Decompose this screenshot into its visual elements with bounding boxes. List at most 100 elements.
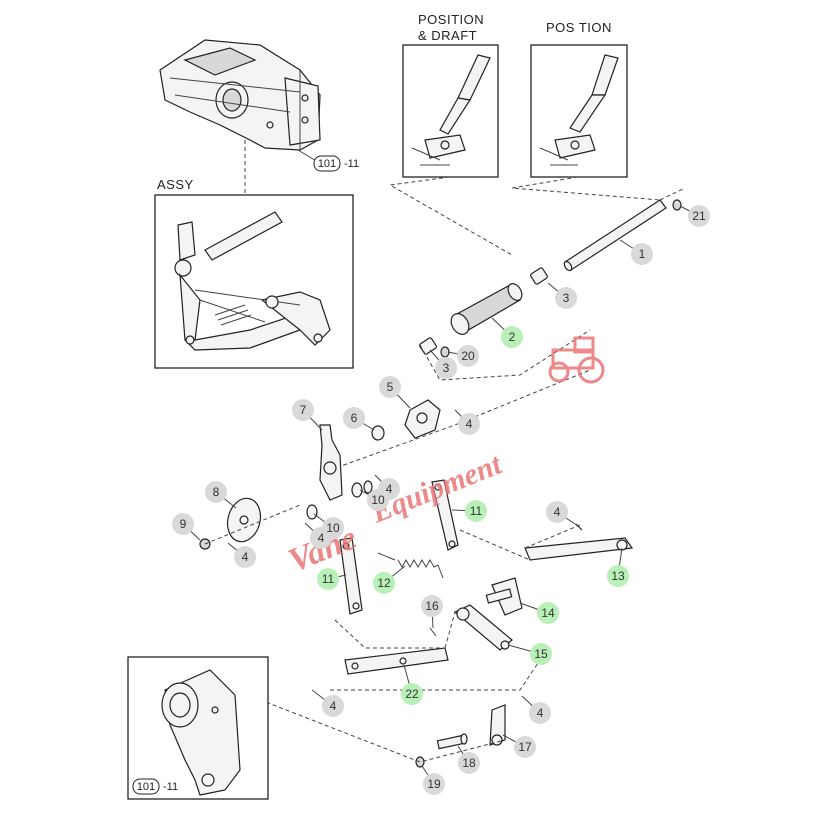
callout-c18: 18 bbox=[458, 752, 480, 774]
callout-number-c10a: 10 bbox=[326, 521, 340, 535]
link-22-connectors bbox=[330, 611, 541, 691]
callout-circle-c4d bbox=[234, 546, 256, 568]
callout-c21: 21 bbox=[688, 205, 710, 227]
callout-c19: 19 bbox=[423, 773, 445, 795]
sleeve-2 bbox=[450, 283, 523, 335]
callout-number-c7: 7 bbox=[300, 403, 307, 417]
link-11-upper bbox=[431, 479, 459, 551]
callout-c6: 6 bbox=[343, 407, 365, 429]
bushing-3-lower bbox=[419, 337, 437, 355]
callout-circle-c6 bbox=[343, 407, 365, 429]
ref-tag-top-code: 101 bbox=[318, 158, 336, 170]
callout-circle-c8 bbox=[205, 481, 227, 503]
callout-number-c4f: 4 bbox=[330, 699, 337, 713]
callout-number-c13: 13 bbox=[611, 569, 625, 583]
callout-circle-c9 bbox=[172, 513, 194, 535]
linkage-axis-line bbox=[329, 369, 591, 471]
ring-6 bbox=[371, 425, 385, 441]
callout-c5: 5 bbox=[379, 376, 401, 398]
callout-circle-c3b bbox=[435, 357, 457, 379]
callout-number-c20: 20 bbox=[461, 349, 475, 363]
lower-axis-line bbox=[239, 691, 506, 763]
callout-c22: 22 bbox=[401, 683, 423, 705]
shaft-1 bbox=[563, 199, 667, 272]
callout-number-c4a: 4 bbox=[466, 417, 473, 431]
lever-15 bbox=[453, 604, 513, 651]
callout-c16: 16 bbox=[421, 595, 443, 617]
callout-circle-c14 bbox=[537, 602, 559, 624]
callout-circle-c3a bbox=[555, 287, 577, 309]
callout-number-c17: 17 bbox=[518, 740, 532, 754]
callout-c4a: 4 bbox=[458, 413, 480, 435]
bracket-drawing bbox=[161, 669, 241, 796]
callout-number-c3b: 3 bbox=[443, 361, 450, 375]
callout-circle-c12 bbox=[373, 572, 395, 594]
bushing-10b bbox=[351, 482, 363, 498]
ref-tag-top-suffix: -11 bbox=[344, 158, 359, 170]
callout-c7: 7 bbox=[292, 399, 314, 421]
disc-8 bbox=[226, 497, 262, 543]
callout-number-c3a: 3 bbox=[563, 291, 570, 305]
callout-c13: 13 bbox=[607, 565, 629, 587]
callout-number-c9: 9 bbox=[180, 517, 187, 531]
callout-number-c6: 6 bbox=[351, 411, 358, 425]
link-11-lower bbox=[339, 537, 363, 615]
ref-tag-top: 101 -11 bbox=[313, 155, 359, 172]
callout-c10b: 10 bbox=[367, 489, 389, 511]
lever-17 bbox=[489, 704, 506, 746]
callout-number-c4b: 4 bbox=[386, 482, 393, 496]
spring-12 bbox=[377, 552, 444, 579]
position-lever-drawing bbox=[539, 54, 619, 166]
callout-circle-c13 bbox=[607, 565, 629, 587]
position-label: POS TION bbox=[546, 20, 612, 35]
callout-number-c10b: 10 bbox=[371, 493, 385, 507]
callout-circle-c4a bbox=[458, 413, 480, 435]
callout-number-c8: 8 bbox=[213, 485, 220, 499]
callout-circle-c22 bbox=[401, 683, 423, 705]
position-draft-lever-drawing bbox=[411, 54, 491, 166]
callout-c12: 12 bbox=[373, 572, 395, 594]
callout-circle-c2 bbox=[501, 326, 523, 348]
clip-21 bbox=[672, 199, 682, 211]
bushing-3-upper bbox=[530, 267, 548, 285]
callout-circle-c7 bbox=[292, 399, 314, 421]
assy-label: ASSY bbox=[157, 177, 194, 192]
callout-number-c4g: 4 bbox=[537, 706, 544, 720]
callout-c8: 8 bbox=[205, 481, 227, 503]
callout-circle-c4e bbox=[546, 501, 568, 523]
lever-14 bbox=[485, 577, 523, 616]
assy-drawing bbox=[174, 211, 331, 351]
callout-c4d: 4 bbox=[234, 546, 256, 568]
callout-c15: 15 bbox=[530, 643, 552, 665]
washer-20 bbox=[440, 346, 450, 358]
callout-number-c4d: 4 bbox=[242, 550, 249, 564]
callout-c9: 9 bbox=[172, 513, 194, 535]
pin-16 bbox=[429, 627, 437, 637]
callout-number-c2: 2 bbox=[509, 330, 516, 344]
ref-tag-bottom-code: 101 bbox=[137, 781, 155, 793]
tractor-icon bbox=[548, 336, 605, 384]
callout-number-c18: 18 bbox=[462, 756, 476, 770]
callout-c17: 17 bbox=[514, 736, 536, 758]
callout-c4g: 4 bbox=[529, 702, 551, 724]
callout-circle-c17 bbox=[514, 736, 536, 758]
callout-circle-c5 bbox=[379, 376, 401, 398]
callout-c4e: 4 bbox=[546, 501, 568, 523]
callout-number-c11b: 11 bbox=[322, 572, 335, 586]
callout-circle-c18 bbox=[458, 752, 480, 774]
pin-18 bbox=[436, 733, 468, 750]
callout-number-c21: 21 bbox=[692, 209, 706, 223]
callout-circle-c4f bbox=[322, 695, 344, 717]
callout-c3b: 3 bbox=[435, 357, 457, 379]
callout-number-c12: 12 bbox=[377, 576, 391, 590]
ref-tag-bottom-suffix: -11 bbox=[163, 781, 178, 793]
shaft-connector bbox=[419, 329, 591, 381]
lever-box-connectors bbox=[388, 176, 686, 256]
callout-circle-c16 bbox=[421, 595, 443, 617]
callout-c14: 14 bbox=[537, 602, 559, 624]
callout-number-c22: 22 bbox=[405, 687, 419, 701]
callout-circle-c20 bbox=[457, 345, 479, 367]
callout-circle-c21 bbox=[688, 205, 710, 227]
callout-circle-c1 bbox=[631, 243, 653, 265]
